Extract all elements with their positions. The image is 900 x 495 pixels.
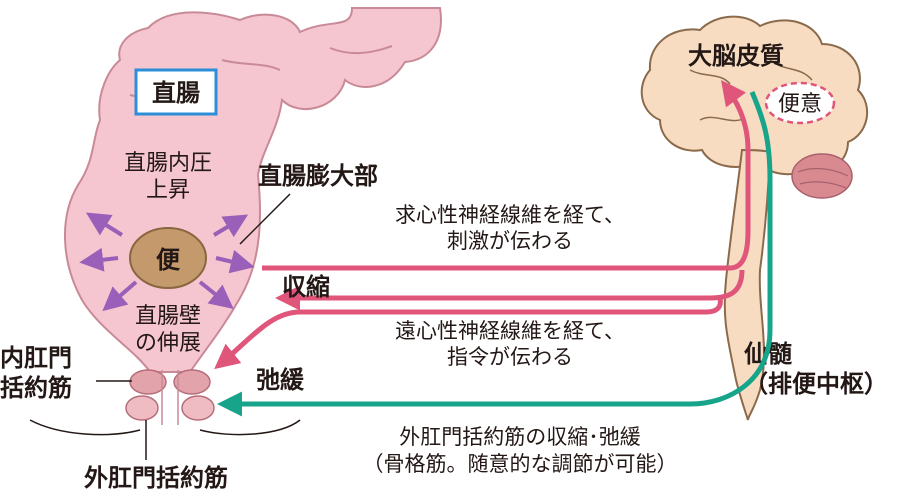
rectal-pressure-label-line2: 上昇: [146, 178, 190, 203]
urge-bubble: [764, 81, 836, 125]
afferent-label-line2: 刺激が伝わる: [447, 229, 573, 253]
internal-sphincter-left: [129, 369, 167, 395]
efferent-label-line1: 遠心性神経線維を経て、: [395, 319, 625, 343]
sacral-cord-label-line2: （排便中枢）: [744, 370, 888, 398]
cerebral-cortex-label: 大脳皮質: [688, 42, 784, 70]
relaxation-label: 弛緩: [256, 366, 305, 394]
external-sphincter-right: [181, 395, 215, 421]
stool-label: 便: [156, 246, 181, 274]
somatic-pathway-arrow: [217, 91, 773, 417]
pressure-arrows: [79, 212, 255, 312]
cerebellum: [791, 153, 853, 199]
rectal-ampulla-label: 直腸膨大部: [258, 162, 378, 190]
urge-label: 便意: [778, 92, 822, 117]
pressure-arrow-right: [215, 249, 255, 274]
sphincters: [29, 369, 301, 436]
rectum-label-box: [134, 68, 218, 116]
voluntary-label-line2: （骨格筋。随意的な調節が可能）: [363, 452, 678, 476]
efferent-contraction-arrow: [275, 269, 745, 311]
voluntary-label-line1: 外肛門括約筋の収縮･弛緩: [399, 425, 641, 449]
pressure-arrow-left: [79, 247, 119, 272]
efferent-label-line2: 指令が伝わる: [447, 345, 573, 369]
internal-sphincter-right: [173, 369, 211, 395]
colon-body: [64, 7, 442, 373]
afferent-pathway-arrow: [262, 79, 751, 271]
contraction-label: 収縮: [282, 273, 330, 301]
internal-sphincter-label-line1: 内肛門: [0, 344, 72, 372]
rectal-pressure-label-line1: 直腸内圧: [124, 151, 212, 176]
rectal-ampulla-leader: [239, 193, 291, 245]
rectum-label: 直腸: [152, 79, 200, 107]
rectal-wall-label-line1: 直腸壁: [135, 304, 201, 329]
rectum-illustration: [64, 7, 442, 373]
pressure-arrow-down-left: [102, 280, 138, 312]
internal-sphincter-label-line2: 括約筋: [0, 374, 72, 402]
rectal-wall-label-line2: の伸展: [135, 331, 201, 356]
afferent-label-line1: 求心性神経線維を経て、: [395, 203, 625, 227]
pressure-arrow-down-right: [198, 280, 234, 309]
efferent-relaxation-arrow: [214, 297, 723, 370]
external-sphincter-label: 外肛門括約筋: [84, 464, 228, 492]
pressure-arrow-up-left: [85, 212, 124, 237]
stool: [129, 227, 207, 289]
external-sphincter-left: [125, 395, 159, 421]
pressure-arrow-up-right: [212, 214, 249, 238]
